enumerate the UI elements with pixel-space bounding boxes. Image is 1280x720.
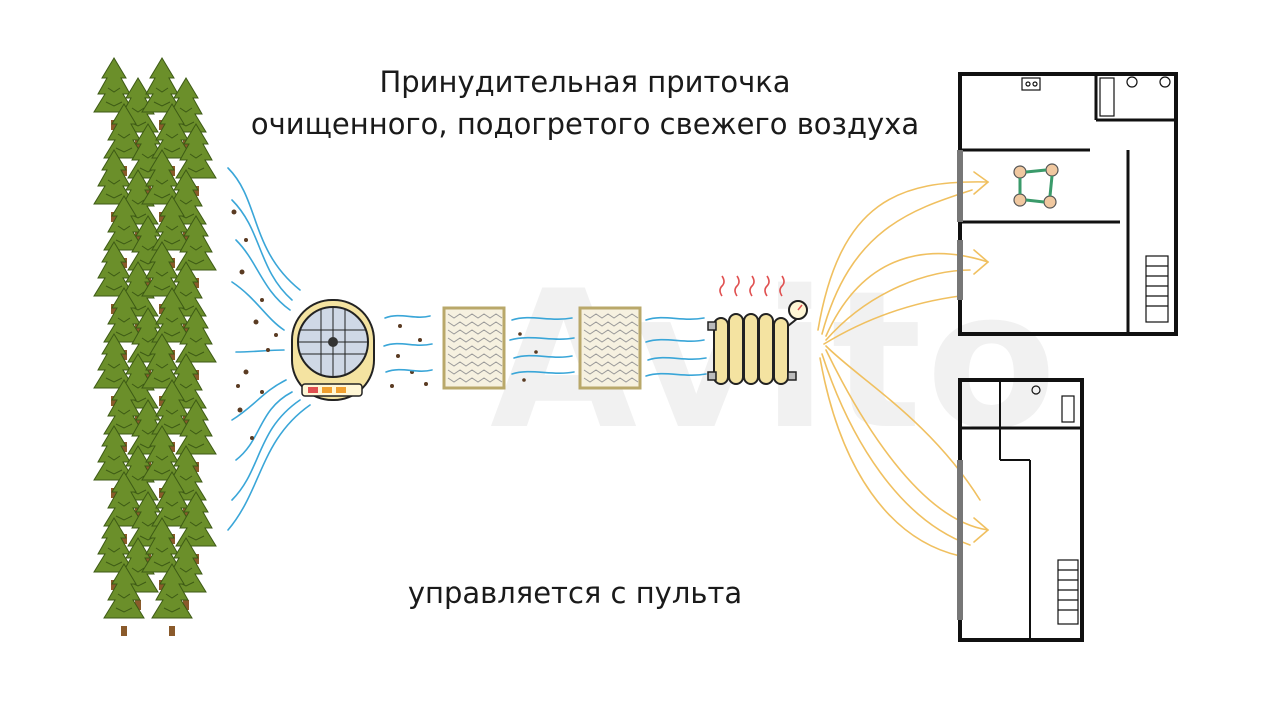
fresh-air-flow bbox=[227, 167, 311, 531]
floor-plan-2 bbox=[957, 378, 1084, 642]
air-flow-lines bbox=[383, 314, 707, 377]
remote-control-caption: управляется с пульта bbox=[407, 576, 743, 610]
title-line-2: очищенного, подогретого свежего воздуха bbox=[250, 107, 920, 141]
floor-plan-1 bbox=[957, 72, 1178, 336]
fan-icon bbox=[291, 299, 375, 401]
filter-icon bbox=[578, 306, 642, 390]
title-line-1: Принудительная приточка bbox=[379, 65, 791, 99]
forest-icon bbox=[93, 57, 217, 637]
warm-air-flow bbox=[817, 171, 990, 557]
radiator-icon bbox=[707, 275, 808, 385]
filter-icon bbox=[442, 306, 506, 390]
